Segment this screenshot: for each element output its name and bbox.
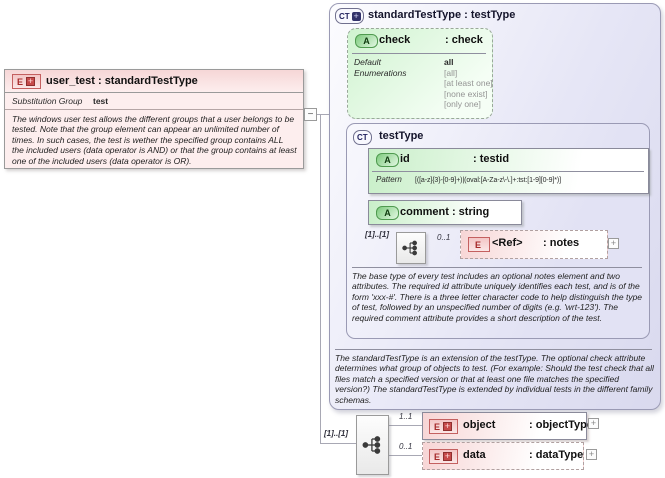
check-attribute-type: : check <box>445 34 483 46</box>
complex-type-plus-icon: CT + <box>335 8 364 24</box>
enumeration-value: [all] <box>444 67 458 78</box>
element-description: The windows user test allows the differe… <box>12 114 297 166</box>
data-element-box[interactable]: E + data : dataType <box>422 442 584 470</box>
minus-icon: − <box>307 109 314 120</box>
object-element-type: : objectType <box>529 419 593 431</box>
element-icon-letter: E <box>17 76 24 87</box>
element-icon-letter: E <box>434 451 441 462</box>
user-test-element-box[interactable]: E + user_test : standardTestType Substit… <box>4 69 304 169</box>
default-label: Default <box>354 57 381 67</box>
data-element-type: : dataType <box>529 449 584 461</box>
notes-element-name: <Ref> <box>492 237 523 249</box>
id-attribute-name: id <box>400 153 410 165</box>
plus-icon: + <box>610 238 617 248</box>
pattern-label: Pattern <box>376 175 402 184</box>
attribute-icon-letter: A <box>384 155 391 165</box>
check-attribute-box[interactable]: A check : check Default all Enumerations… <box>347 28 493 119</box>
cardinality-label: [1]..[1] <box>324 429 348 438</box>
expand-button[interactable]: + <box>586 449 597 460</box>
enumeration-value: [at least one] <box>444 78 493 88</box>
standard-test-type-title: standardTestType : testType <box>368 9 516 21</box>
element-icon-letter: E <box>434 421 441 432</box>
check-attribute-name: check <box>379 34 411 46</box>
id-attribute-box[interactable]: A id : testid Pattern [([a-z]{3}-[0-9]+)… <box>368 148 649 194</box>
id-attribute-type: : testid <box>473 153 510 165</box>
object-element-box[interactable]: E + object : objectType <box>422 412 593 440</box>
default-value: all <box>444 57 454 67</box>
comment-attribute-label: comment : string <box>400 206 490 218</box>
plus-glyph: + <box>443 451 453 461</box>
attribute-icon: A <box>355 34 378 48</box>
plus-glyph: + <box>443 421 453 431</box>
connector-line <box>387 425 422 426</box>
divider <box>372 171 644 172</box>
user-test-header[interactable]: E + user_test : standardTestType <box>5 70 303 93</box>
complex-type-icon: CT <box>353 130 372 145</box>
attribute-icon: A <box>376 206 399 220</box>
enumeration-value: [only one] <box>444 99 481 109</box>
data-element-name: data <box>463 449 486 461</box>
expand-button[interactable]: + <box>608 238 619 249</box>
complex-type-icon-letter: CT <box>357 133 368 142</box>
enumeration-value: [none exist] <box>444 88 488 99</box>
plus-glyph: + <box>351 10 361 21</box>
notes-element-type: : notes <box>543 237 580 249</box>
connector-line <box>387 455 422 456</box>
plus-icon: + <box>588 449 595 459</box>
element-icon: E <box>468 237 490 252</box>
divider <box>335 349 652 350</box>
attribute-icon: A <box>376 153 399 167</box>
cardinality-label: 0..1 <box>437 233 451 242</box>
connector-line <box>320 443 356 444</box>
sequence-compositor[interactable] <box>396 232 426 264</box>
object-element-name: object <box>463 419 496 431</box>
expand-button[interactable]: + <box>588 418 599 429</box>
cardinality-label: 0..1 <box>399 442 413 451</box>
substitution-group-label: Substitution Group <box>12 96 83 106</box>
substitution-group-value: test <box>93 96 109 106</box>
sequence-icon <box>362 436 380 454</box>
standard-test-type-description: The standardTestType is an extension of … <box>335 353 654 405</box>
plus-icon: + <box>590 418 597 428</box>
complex-type-icon-letter: CT <box>339 11 350 21</box>
sequence-compositor[interactable] <box>356 415 389 475</box>
element-plus-icon: E + <box>12 74 41 89</box>
cardinality-label: [1]..[1] <box>365 230 389 239</box>
divider <box>352 267 642 268</box>
element-icon-letter: E <box>475 239 482 250</box>
substitution-group-row: Substitution Group test <box>5 93 303 110</box>
enumerations-label: Enumerations <box>354 67 407 78</box>
connector-line <box>320 114 321 444</box>
collapse-button[interactable]: − <box>304 108 317 121</box>
test-type-description: The base type of every test includes an … <box>352 271 643 323</box>
element-plus-icon: E + <box>429 449 458 464</box>
pattern-value: [([a-z]{3}-[0-9]+)|(oval:[A-Za-z\-\.]+:t… <box>415 176 561 184</box>
attribute-icon-letter: A <box>384 208 391 218</box>
element-plus-icon: E + <box>429 419 458 434</box>
plus-glyph: + <box>26 76 36 86</box>
cardinality-label: 1..1 <box>399 412 413 421</box>
attribute-icon-letter: A <box>363 36 370 46</box>
divider <box>352 53 486 54</box>
test-type-title: testType <box>379 130 424 142</box>
sequence-icon <box>402 240 417 256</box>
notes-element-box[interactable]: E <Ref> : notes <box>460 230 608 259</box>
element-title: user_test : standardTestType <box>46 75 198 87</box>
comment-attribute-box[interactable]: A comment : string <box>368 200 522 225</box>
